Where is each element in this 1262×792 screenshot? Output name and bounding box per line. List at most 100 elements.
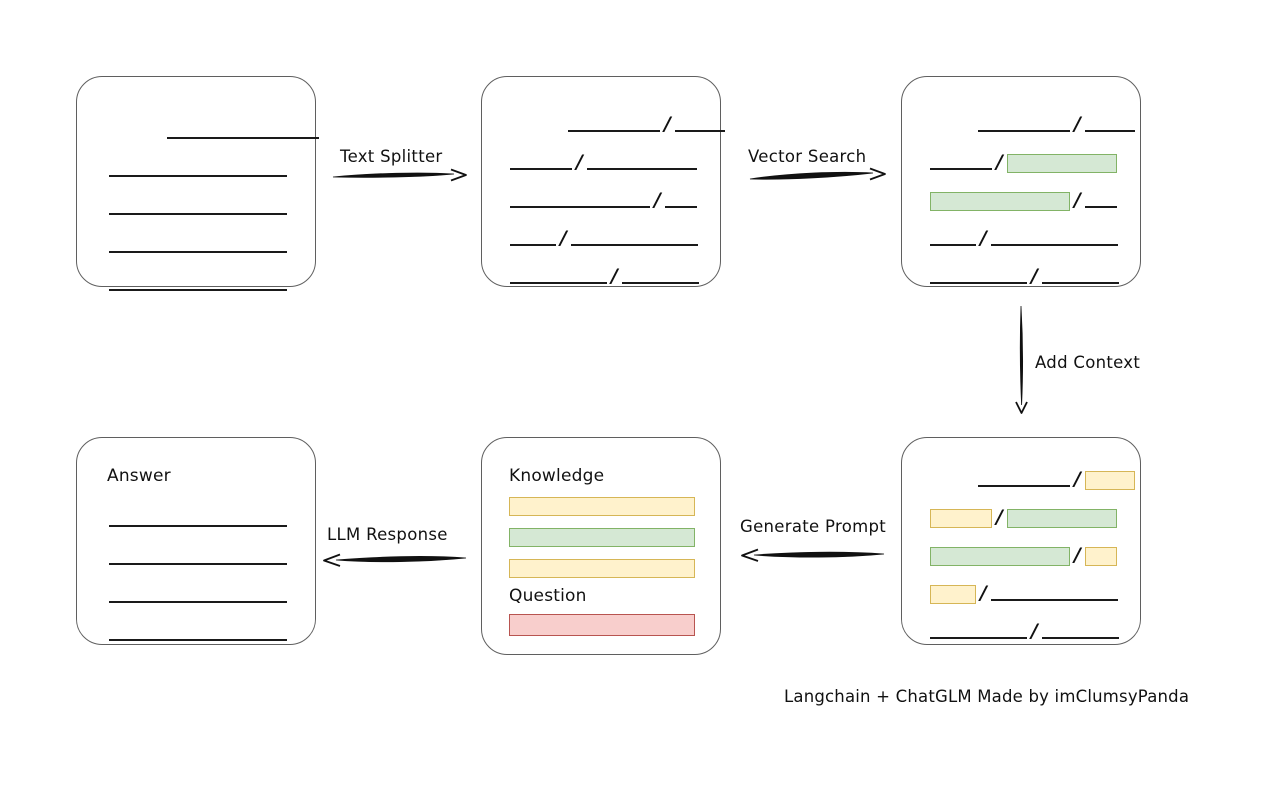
text-line-segment xyxy=(568,130,660,132)
text-line-segment xyxy=(109,175,287,177)
document-line-row: / xyxy=(930,188,1117,211)
text-line-segment xyxy=(109,525,287,527)
text-line-segment xyxy=(109,251,287,253)
text-line-segment xyxy=(109,639,287,641)
chunk-separator-slash: / xyxy=(996,505,1003,528)
context-chunk-highlight xyxy=(509,496,695,516)
chunk-separator-slash: / xyxy=(560,226,567,249)
text-line-segment xyxy=(167,137,319,139)
text-line-segment xyxy=(1084,130,1135,132)
document-line-row: / xyxy=(510,264,699,287)
text-line-segment xyxy=(664,206,697,208)
arrow-label-llm-response: LLM Response xyxy=(327,525,448,544)
text-line-segment xyxy=(510,206,650,208)
text-line-segment xyxy=(930,282,1027,284)
text-line-segment xyxy=(990,599,1118,601)
chunk-separator-slash: / xyxy=(664,112,671,135)
text-line-segment xyxy=(109,289,287,291)
matched-chunk-highlight xyxy=(930,191,1070,211)
document-line-row: / xyxy=(930,543,1117,566)
document-line-row: / xyxy=(978,469,1135,490)
chunk-separator-slash: / xyxy=(611,264,618,287)
chunk-separator-slash: / xyxy=(1074,112,1081,135)
text-line-segment xyxy=(510,244,556,246)
question-bar xyxy=(509,614,695,636)
context-chunk-highlight xyxy=(930,508,992,528)
document-line-row xyxy=(109,624,287,644)
arrow-add-context xyxy=(1015,305,1028,414)
document-line-row: / xyxy=(930,619,1119,642)
diagram-caption: Langchain + ChatGLM Made by imClumsyPand… xyxy=(784,687,1190,706)
answer-heading: Answer xyxy=(107,466,171,486)
document-line-row: / xyxy=(978,112,1135,135)
text-line-segment xyxy=(570,244,698,246)
chunk-separator-slash: / xyxy=(996,150,1003,173)
document-line-row: / xyxy=(930,264,1119,287)
text-line-segment xyxy=(510,282,607,284)
document-line-row: / xyxy=(568,112,725,135)
chunk-separator-slash: / xyxy=(1031,264,1038,287)
document-line-row xyxy=(109,198,287,218)
context-chunk-highlight xyxy=(1084,546,1117,566)
arrow-generate-prompt xyxy=(741,548,885,562)
document-line-row xyxy=(109,548,287,568)
text-line-segment xyxy=(930,637,1027,639)
text-line-segment xyxy=(978,485,1070,487)
chunk-separator-slash: / xyxy=(1031,619,1038,642)
document-line-row: / xyxy=(930,505,1117,528)
text-line-segment xyxy=(109,213,287,215)
document-line-row xyxy=(109,510,287,530)
prompt-bar-row xyxy=(509,558,695,578)
document-line-row: / xyxy=(930,226,1118,249)
document-line-row: / xyxy=(930,150,1117,173)
text-line-segment xyxy=(1084,206,1117,208)
knowledge-heading: Knowledge xyxy=(509,466,605,486)
text-line-segment xyxy=(586,168,697,170)
matched-chunk-highlight xyxy=(1006,508,1117,528)
document-line-row xyxy=(109,236,287,256)
context-chunk-highlight xyxy=(930,584,976,604)
text-line-segment xyxy=(510,168,572,170)
arrow-label-add-context: Add Context xyxy=(1035,353,1141,372)
prompt-bar-row xyxy=(509,496,695,516)
arrow-label-generate-prompt: Generate Prompt xyxy=(740,517,886,536)
document-line-row xyxy=(167,122,319,142)
matched-chunk-highlight xyxy=(930,546,1070,566)
text-line-segment xyxy=(978,130,1070,132)
prompt-bar-row xyxy=(509,614,695,636)
source-document-box xyxy=(76,76,319,291)
matched-chunk-highlight xyxy=(509,527,695,547)
context-chunks-box: / / / / / xyxy=(901,437,1141,645)
document-line-row: / xyxy=(510,226,698,249)
text-line-segment xyxy=(621,282,699,284)
document-line-row: / xyxy=(510,150,697,173)
text-line-segment xyxy=(930,244,976,246)
context-chunk-highlight xyxy=(1084,470,1135,490)
document-line-row xyxy=(109,586,287,606)
matched-chunks-box: / / / / / xyxy=(901,76,1141,287)
arrow-vector-search xyxy=(749,167,886,181)
text-line-segment xyxy=(930,168,992,170)
arrow-label-vector-search: Vector Search xyxy=(748,147,867,166)
chunk-separator-slash: / xyxy=(576,150,583,173)
chunk-separator-slash: / xyxy=(1074,188,1081,211)
document-line-row: / xyxy=(510,190,697,211)
document-line-row: / xyxy=(930,581,1118,604)
document-line-row xyxy=(109,274,287,294)
matched-chunk-highlight xyxy=(1006,153,1117,173)
prompt-bar-row xyxy=(509,527,695,547)
chunk-separator-slash: / xyxy=(1074,543,1081,566)
text-line-segment xyxy=(109,601,287,603)
answer-box: Answer xyxy=(76,437,316,645)
chunk-separator-slash: / xyxy=(980,226,987,249)
text-line-segment xyxy=(674,130,725,132)
text-line-segment xyxy=(1041,282,1119,284)
text-line-segment xyxy=(990,244,1118,246)
prompt-box: Knowledge Question xyxy=(481,437,721,655)
split-chunks-box: / / / / / xyxy=(481,76,725,287)
question-heading: Question xyxy=(509,586,587,606)
chunk-separator-slash: / xyxy=(980,581,987,604)
arrow-llm-response xyxy=(323,553,467,567)
context-chunk-highlight xyxy=(509,558,695,578)
